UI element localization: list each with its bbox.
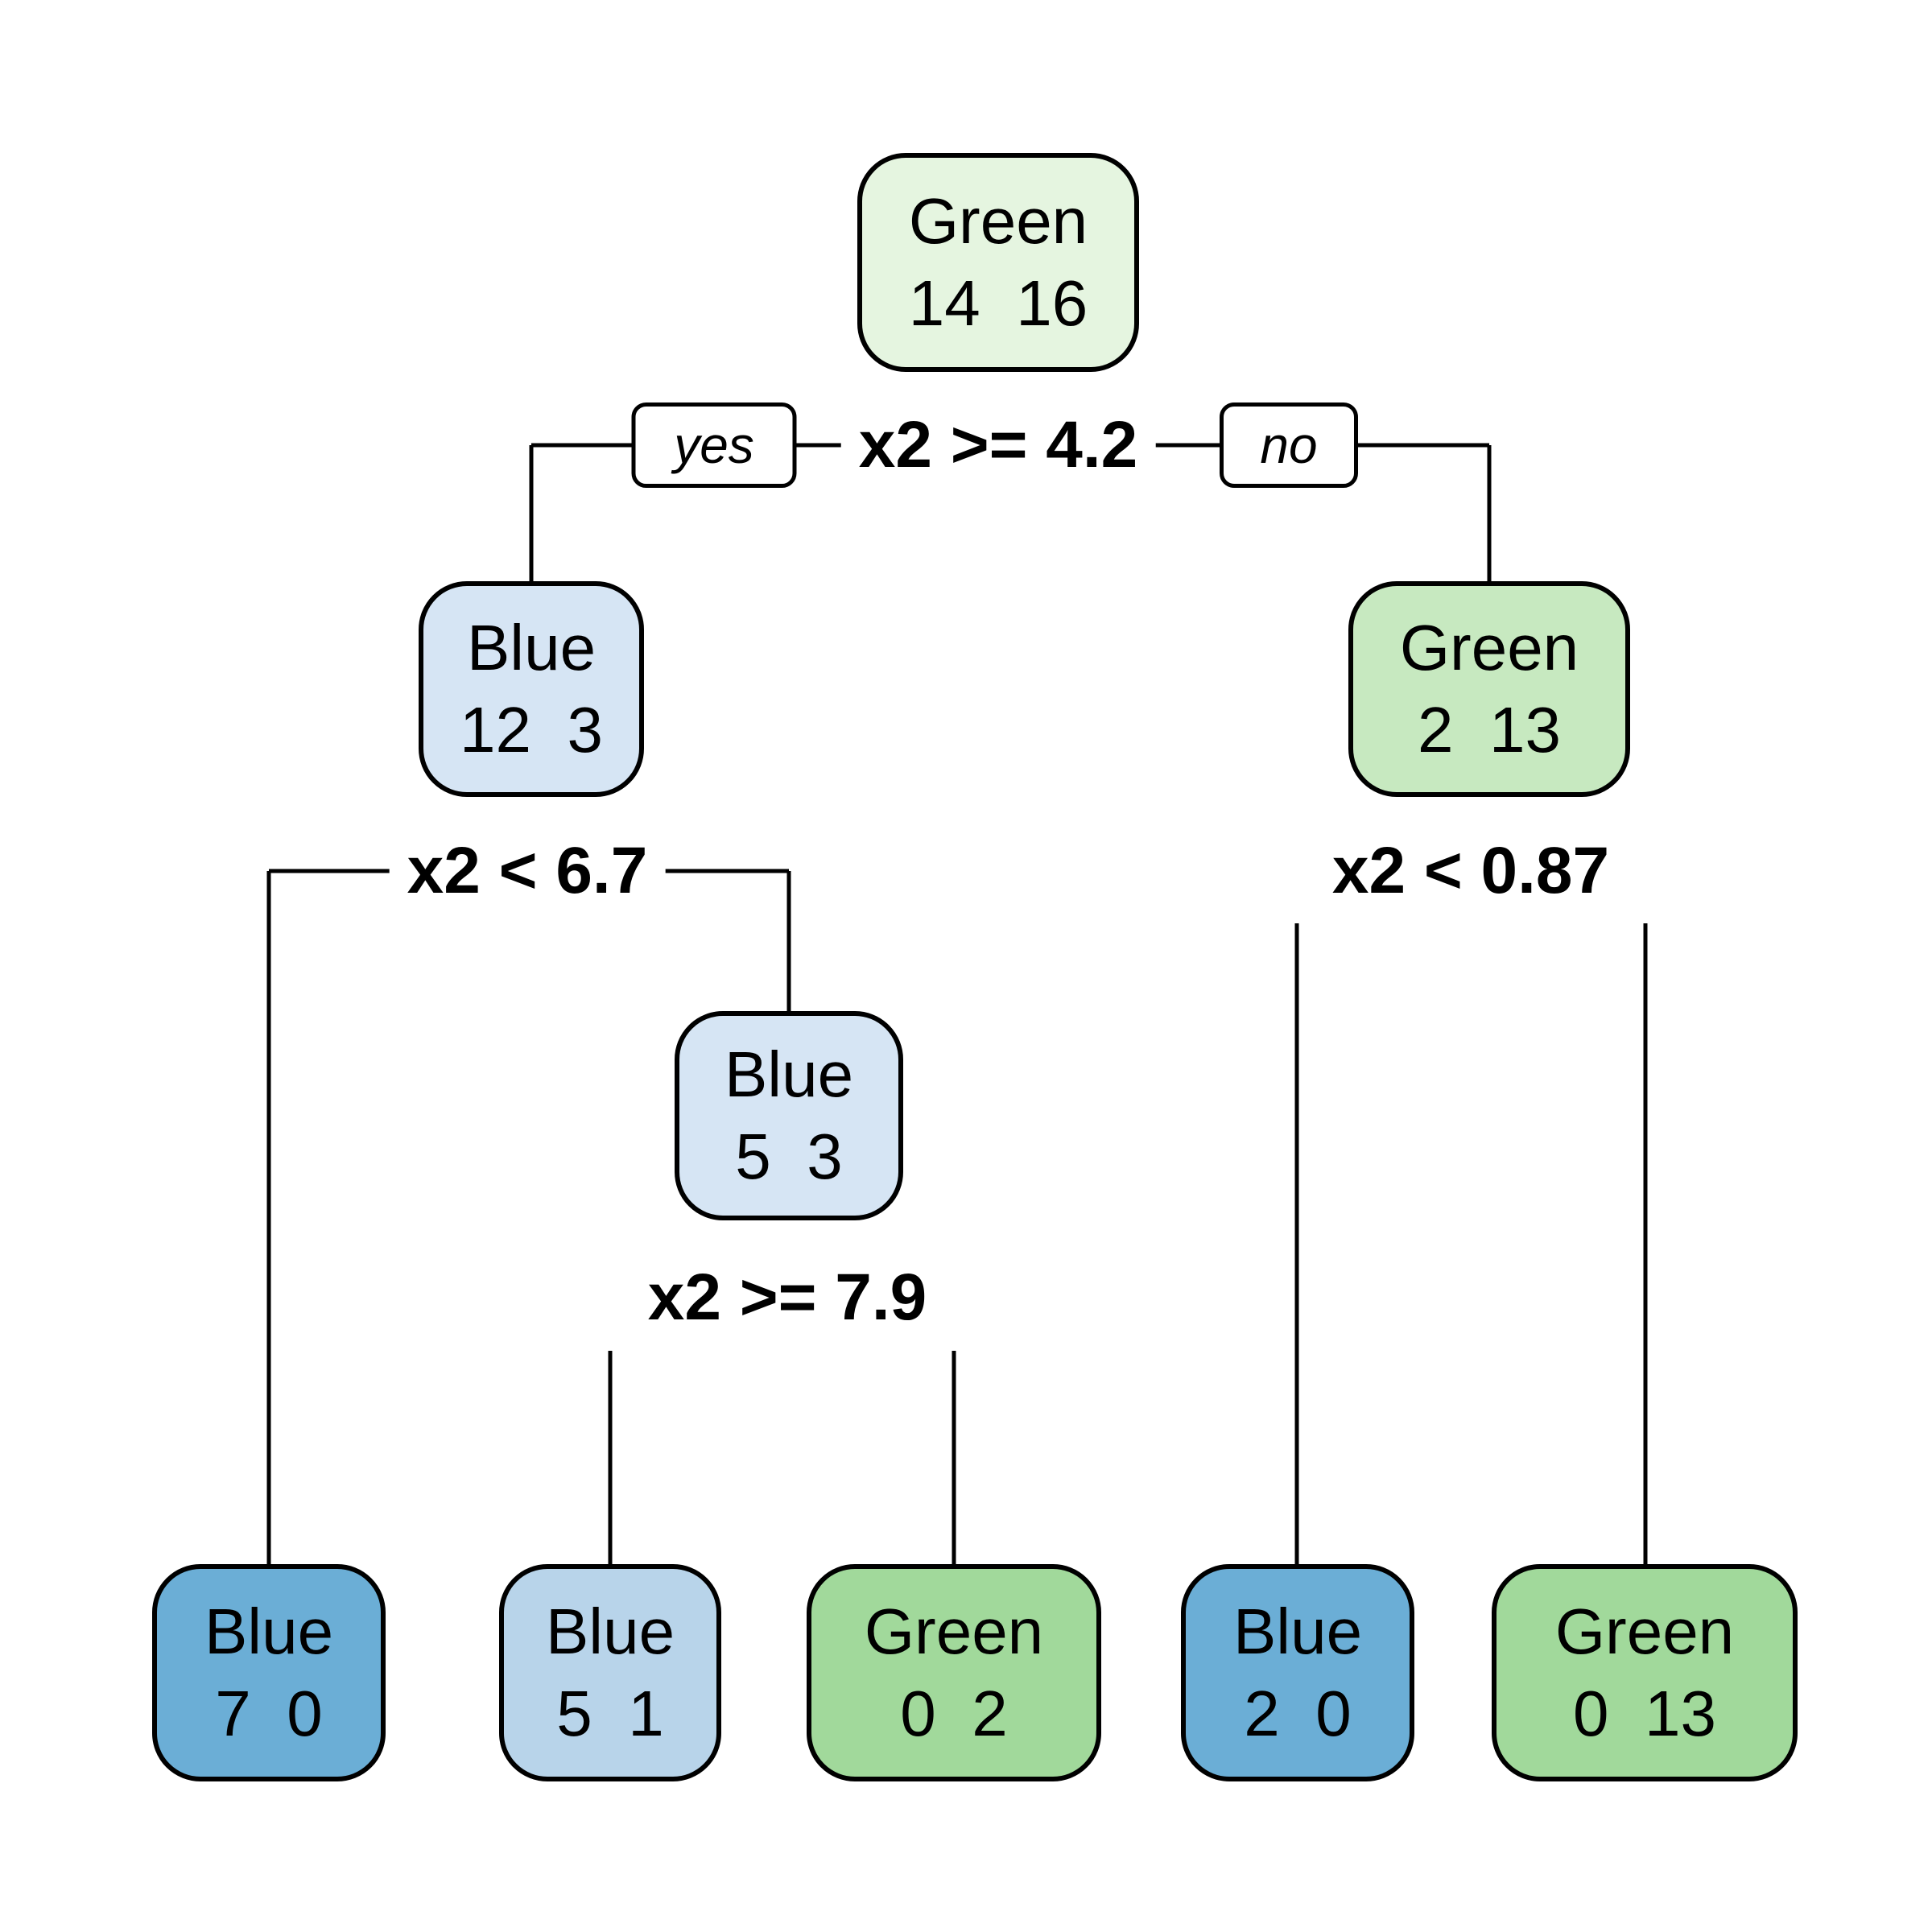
node-class-label: Blue bbox=[1232, 1596, 1363, 1667]
node-class-label: Green bbox=[864, 1596, 1044, 1667]
edge-label-no: no bbox=[1220, 402, 1358, 488]
split-condition-root: x2 >= 4.2 bbox=[840, 404, 1156, 486]
tree-leaf-1: Blue 7 0 bbox=[152, 1564, 386, 1781]
tree-leaf-5: Green 0 13 bbox=[1492, 1564, 1798, 1781]
node-class-label: Green bbox=[908, 185, 1088, 257]
node-class-counts: 2 13 bbox=[1418, 694, 1561, 766]
split-condition-left: x2 < 6.7 bbox=[389, 830, 666, 912]
edge-label-yes: yes bbox=[631, 402, 797, 488]
node-class-label: Blue bbox=[204, 1596, 334, 1667]
node-class-label: Blue bbox=[545, 1596, 675, 1667]
split-condition-mid: x2 >= 7.9 bbox=[630, 1257, 945, 1339]
node-class-label: Blue bbox=[466, 612, 597, 683]
tree-leaf-2: Blue 5 1 bbox=[499, 1564, 721, 1781]
tree-node-left-child: Blue 12 3 bbox=[419, 581, 644, 797]
node-class-counts: 5 1 bbox=[556, 1678, 664, 1749]
tree-node-root: Green 14 16 bbox=[857, 153, 1139, 372]
node-class-counts: 2 0 bbox=[1244, 1678, 1352, 1749]
node-class-counts: 14 16 bbox=[908, 267, 1088, 339]
tree-leaf-4: Blue 2 0 bbox=[1181, 1564, 1414, 1781]
node-class-counts: 0 13 bbox=[1573, 1678, 1716, 1749]
node-class-counts: 7 0 bbox=[215, 1678, 323, 1749]
split-condition-right: x2 < 0.87 bbox=[1314, 830, 1628, 912]
node-class-label: Green bbox=[1554, 1596, 1735, 1667]
tree-leaf-3: Green 0 2 bbox=[807, 1564, 1101, 1781]
node-class-counts: 5 3 bbox=[735, 1121, 843, 1192]
tree-node-mid: Blue 5 3 bbox=[675, 1011, 903, 1220]
tree-node-right-child: Green 2 13 bbox=[1348, 581, 1630, 797]
node-class-label: Green bbox=[1399, 612, 1579, 683]
node-class-label: Blue bbox=[724, 1038, 854, 1110]
node-class-counts: 0 2 bbox=[900, 1678, 1008, 1749]
node-class-counts: 12 3 bbox=[460, 694, 603, 766]
